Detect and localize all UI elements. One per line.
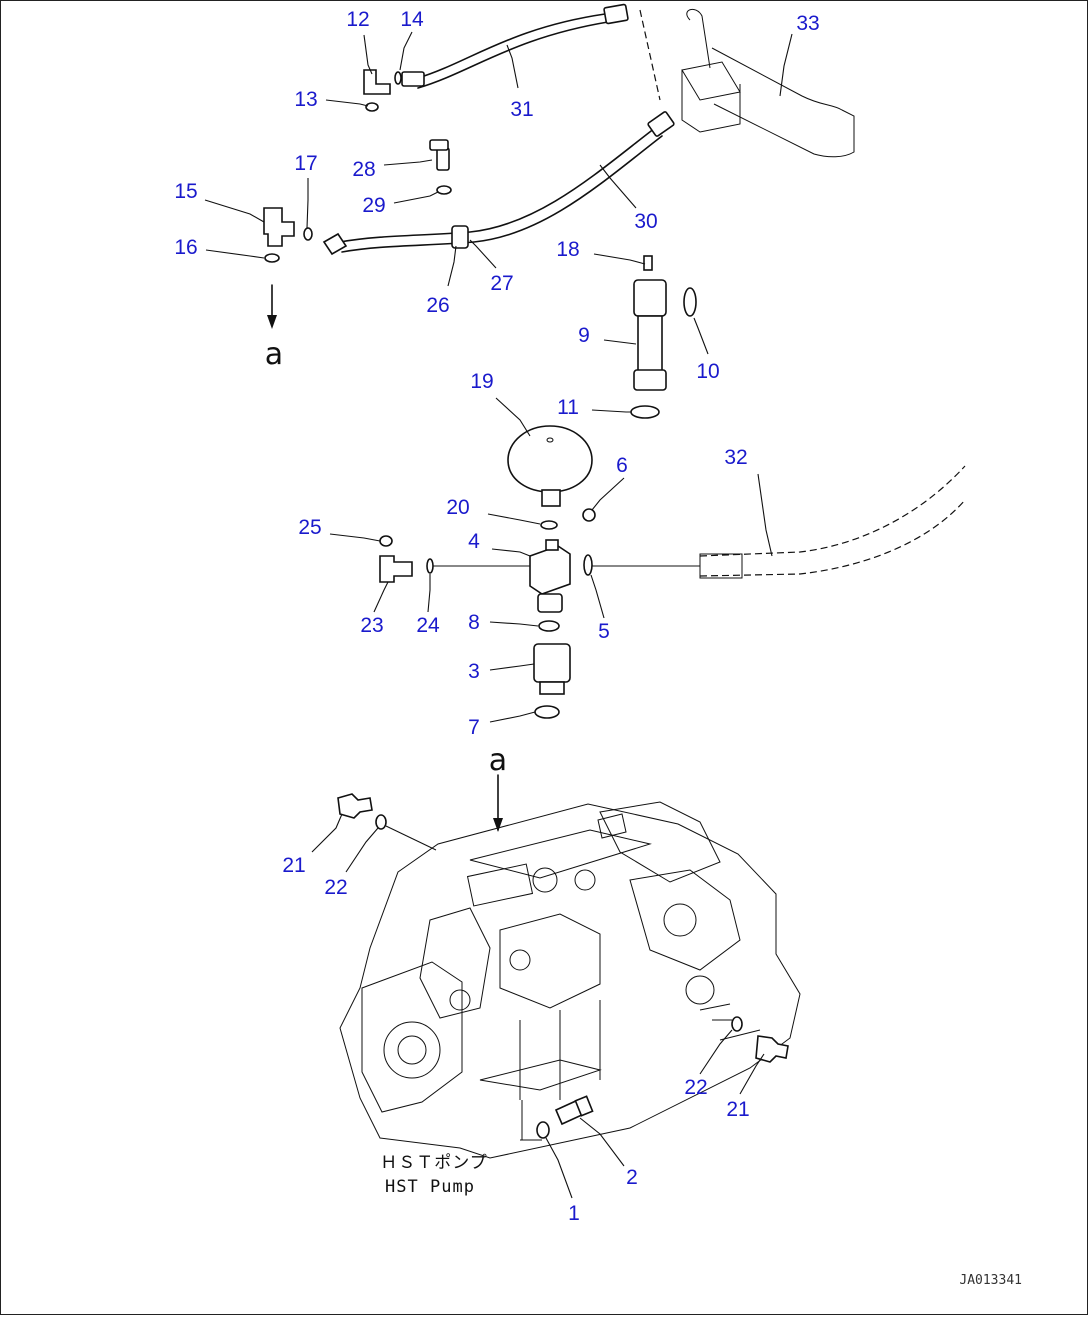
callout-1: 1 (568, 1202, 580, 1225)
hose-31 (401, 3, 629, 89)
o-ring-6 (582, 508, 596, 522)
leader-lines (204, 31, 793, 1199)
callout-23: 23 (360, 614, 383, 637)
callouts: 12 14 13 31 33 17 15 16 28 29 30 27 26 1… (174, 8, 819, 1225)
check-valve-9 (630, 255, 697, 419)
hose-32 (699, 465, 966, 579)
callout-24: 24 (416, 614, 440, 637)
callout-10: 10 (696, 360, 719, 383)
bolt-28 (436, 147, 450, 171)
callout-33: 33 (796, 12, 819, 35)
fitting-3 (533, 643, 571, 695)
drawing-number: JA013341 (959, 1273, 1022, 1288)
elbow-fitting-15 (263, 207, 313, 247)
reference-mark-a-top: a (265, 337, 283, 372)
callout-31: 31 (510, 98, 533, 121)
o-ring-25 (379, 535, 393, 547)
callout-21-right: 21 (726, 1098, 749, 1121)
clamp-27 (451, 225, 469, 249)
callout-12: 12 (346, 8, 369, 31)
callout-19: 19 (470, 370, 493, 393)
callout-18: 18 (556, 238, 579, 261)
valve-block-4 (529, 539, 571, 613)
plug-2 (554, 1095, 594, 1126)
callout-13: 13 (294, 88, 317, 111)
hose-30 (322, 111, 675, 256)
callout-28: 28 (352, 158, 375, 181)
callout-2: 2 (626, 1166, 638, 1189)
callout-22-left: 22 (324, 876, 347, 899)
o-ring-22-left (375, 814, 387, 830)
callout-16: 16 (174, 236, 197, 259)
callout-20: 20 (446, 496, 469, 519)
washer-29 (436, 185, 452, 195)
callout-5: 5 (598, 620, 610, 643)
bracket-33 (639, 8, 855, 158)
pump-caption-en: HST Pump (385, 1177, 475, 1197)
callout-4: 4 (468, 530, 480, 553)
sensor-21-left (337, 793, 373, 819)
accumulator-19 (507, 425, 593, 507)
o-ring-1 (536, 1121, 550, 1139)
callout-27: 27 (490, 272, 513, 295)
elbow-fitting-12 (363, 69, 402, 95)
callout-8: 8 (468, 611, 480, 634)
callout-25: 25 (298, 516, 321, 539)
callout-14: 14 (400, 8, 424, 31)
hst-pump (339, 801, 801, 1159)
callout-30: 30 (634, 210, 657, 233)
reference-mark-a-pump: a (489, 743, 507, 778)
callout-26: 26 (426, 294, 449, 317)
o-ring-22-right (731, 1016, 743, 1032)
o-ring-8 (538, 620, 560, 632)
callout-3: 3 (468, 660, 480, 683)
pump-caption-jp: ＨＳＴポンプ (380, 1153, 488, 1173)
callout-32: 32 (724, 446, 747, 469)
callout-11: 11 (557, 396, 579, 419)
o-ring-20 (540, 520, 558, 530)
o-ring-24 (426, 558, 434, 574)
callout-7: 7 (468, 716, 480, 739)
callout-6: 6 (616, 454, 628, 477)
callout-22-right: 22 (684, 1076, 707, 1099)
o-ring-5 (583, 554, 593, 576)
callout-21-left: 21 (282, 854, 305, 877)
o-ring-13 (365, 102, 379, 112)
o-ring-16 (264, 253, 280, 263)
callout-17: 17 (294, 152, 317, 175)
callout-15: 15 (174, 180, 197, 203)
elbow-fitting-23 (379, 555, 413, 583)
o-ring-7 (534, 705, 560, 719)
callout-29: 29 (362, 194, 385, 217)
callout-9: 9 (578, 324, 590, 347)
